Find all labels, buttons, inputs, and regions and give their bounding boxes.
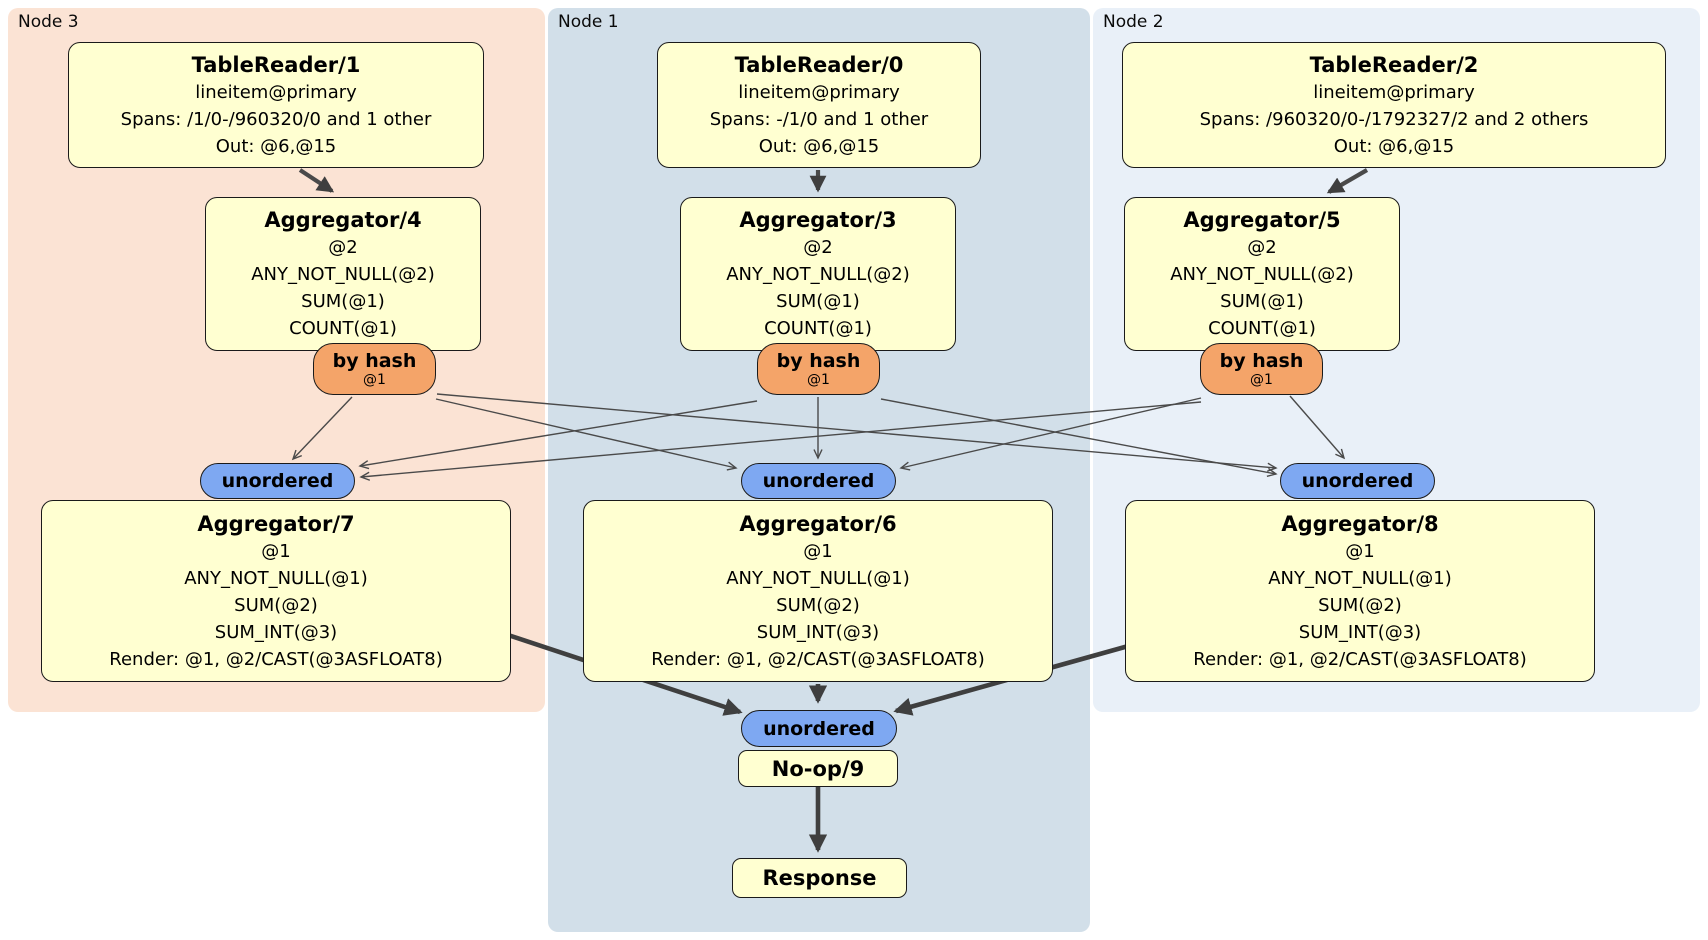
aggregator-5-line: SUM(@1) — [1220, 291, 1304, 312]
aggregator-3-box: Aggregator/3 @2 ANY_NOT_NULL(@2) SUM(@1)… — [680, 197, 956, 351]
hash-router-node3: by hash @1 — [313, 343, 436, 395]
node1-label: Node 1 — [558, 12, 619, 32]
hash-router-node2-key: @1 — [1250, 371, 1273, 388]
tablereader-2-spans: Spans: /960320/0-/1792327/2 and 2 others — [1199, 108, 1589, 130]
aggregator-5-title: Aggregator/5 — [1183, 208, 1341, 232]
aggregator-8-render: Render: @1, @2/CAST(@3ASFLOAT8) — [1193, 648, 1527, 670]
unordered-stream-node2-label: unordered — [1301, 470, 1414, 492]
aggregator-4-title: Aggregator/4 — [264, 208, 422, 232]
aggregator-7-line: SUM(@2) — [234, 594, 318, 616]
aggregator-5-box: Aggregator/5 @2 ANY_NOT_NULL(@2) SUM(@1)… — [1124, 197, 1400, 351]
aggregator-8-line: SUM_INT(@3) — [1298, 621, 1422, 643]
tablereader-2-box: TableReader/2 lineitem@primary Spans: /9… — [1122, 42, 1666, 168]
noop-9-title: No-op/9 — [771, 756, 865, 781]
unordered-stream-node1-label: unordered — [762, 470, 875, 492]
tablereader-1-title: TableReader/1 — [191, 52, 361, 77]
tablereader-2-title: TableReader/2 — [1309, 52, 1479, 77]
hash-router-node1: by hash @1 — [757, 343, 880, 395]
aggregator-4-line: @2 — [328, 237, 358, 258]
aggregator-3-line: @2 — [803, 237, 833, 258]
aggregator-6-line: ANY_NOT_NULL(@1) — [726, 567, 910, 589]
tablereader-1-box: TableReader/1 lineitem@primary Spans: /1… — [68, 42, 484, 168]
aggregator-6-render: Render: @1, @2/CAST(@3ASFLOAT8) — [651, 648, 985, 670]
tablereader-0-spans: Spans: -/1/0 and 1 other — [709, 108, 929, 130]
unordered-stream-node1: unordered — [741, 463, 896, 499]
tablereader-2-index: lineitem@primary — [1313, 81, 1475, 103]
tablereader-0-box: TableReader/0 lineitem@primary Spans: -/… — [657, 42, 981, 168]
aggregator-7-render: Render: @1, @2/CAST(@3ASFLOAT8) — [109, 648, 443, 670]
unordered-stream-node3: unordered — [200, 463, 355, 499]
aggregator-8-line: @1 — [1345, 540, 1375, 562]
aggregator-5-line: @2 — [1247, 237, 1277, 258]
aggregator-5-line: COUNT(@1) — [1208, 318, 1316, 339]
aggregator-7-line: SUM_INT(@3) — [214, 621, 338, 643]
aggregator-7-line: ANY_NOT_NULL(@1) — [184, 567, 368, 589]
hash-router-node1-key: @1 — [807, 371, 830, 388]
hash-router-node1-title: by hash — [776, 349, 861, 372]
unordered-stream-final: unordered — [741, 710, 897, 747]
noop-9-box: No-op/9 — [738, 750, 898, 787]
response-title: Response — [762, 866, 877, 890]
aggregator-8-box: Aggregator/8 @1 ANY_NOT_NULL(@1) SUM(@2)… — [1125, 500, 1595, 682]
aggregator-7-line: @1 — [261, 540, 291, 562]
aggregator-8-line: ANY_NOT_NULL(@1) — [1268, 567, 1452, 589]
aggregator-4-line: SUM(@1) — [301, 291, 385, 312]
tablereader-1-spans: Spans: /1/0-/960320/0 and 1 other — [120, 108, 432, 130]
aggregator-6-line: @1 — [803, 540, 833, 562]
tablereader-0-title: TableReader/0 — [734, 52, 904, 77]
response-box: Response — [732, 858, 907, 898]
node3-label: Node 3 — [18, 12, 79, 32]
tablereader-0-index: lineitem@primary — [738, 81, 900, 103]
node2-label: Node 2 — [1103, 12, 1164, 32]
aggregator-8-title: Aggregator/8 — [1281, 511, 1439, 536]
tablereader-0-out: Out: @6,@15 — [758, 135, 880, 157]
aggregator-3-line: ANY_NOT_NULL(@2) — [726, 264, 910, 285]
tablereader-2-out: Out: @6,@15 — [1333, 135, 1455, 157]
aggregator-3-line: SUM(@1) — [776, 291, 860, 312]
aggregator-6-line: SUM_INT(@3) — [756, 621, 880, 643]
unordered-stream-final-label: unordered — [763, 717, 875, 740]
aggregator-4-line: COUNT(@1) — [289, 318, 397, 339]
aggregator-6-line: SUM(@2) — [776, 594, 860, 616]
aggregator-4-line: ANY_NOT_NULL(@2) — [251, 264, 435, 285]
aggregator-6-box: Aggregator/6 @1 ANY_NOT_NULL(@1) SUM(@2)… — [583, 500, 1053, 682]
aggregator-7-title: Aggregator/7 — [197, 511, 355, 536]
aggregator-8-line: SUM(@2) — [1318, 594, 1402, 616]
hash-router-node3-key: @1 — [363, 371, 386, 388]
aggregator-4-box: Aggregator/4 @2 ANY_NOT_NULL(@2) SUM(@1)… — [205, 197, 481, 351]
tablereader-1-out: Out: @6,@15 — [215, 135, 337, 157]
aggregator-6-title: Aggregator/6 — [739, 511, 897, 536]
hash-router-node2: by hash @1 — [1200, 343, 1323, 395]
aggregator-5-line: ANY_NOT_NULL(@2) — [1170, 264, 1354, 285]
aggregator-3-title: Aggregator/3 — [739, 208, 897, 232]
hash-router-node3-title: by hash — [332, 349, 417, 372]
aggregator-7-box: Aggregator/7 @1 ANY_NOT_NULL(@1) SUM(@2)… — [41, 500, 511, 682]
hash-router-node2-title: by hash — [1219, 349, 1304, 372]
tablereader-1-index: lineitem@primary — [195, 81, 357, 103]
aggregator-3-line: COUNT(@1) — [764, 318, 872, 339]
unordered-stream-node2: unordered — [1280, 463, 1435, 499]
unordered-stream-node3-label: unordered — [221, 470, 334, 492]
